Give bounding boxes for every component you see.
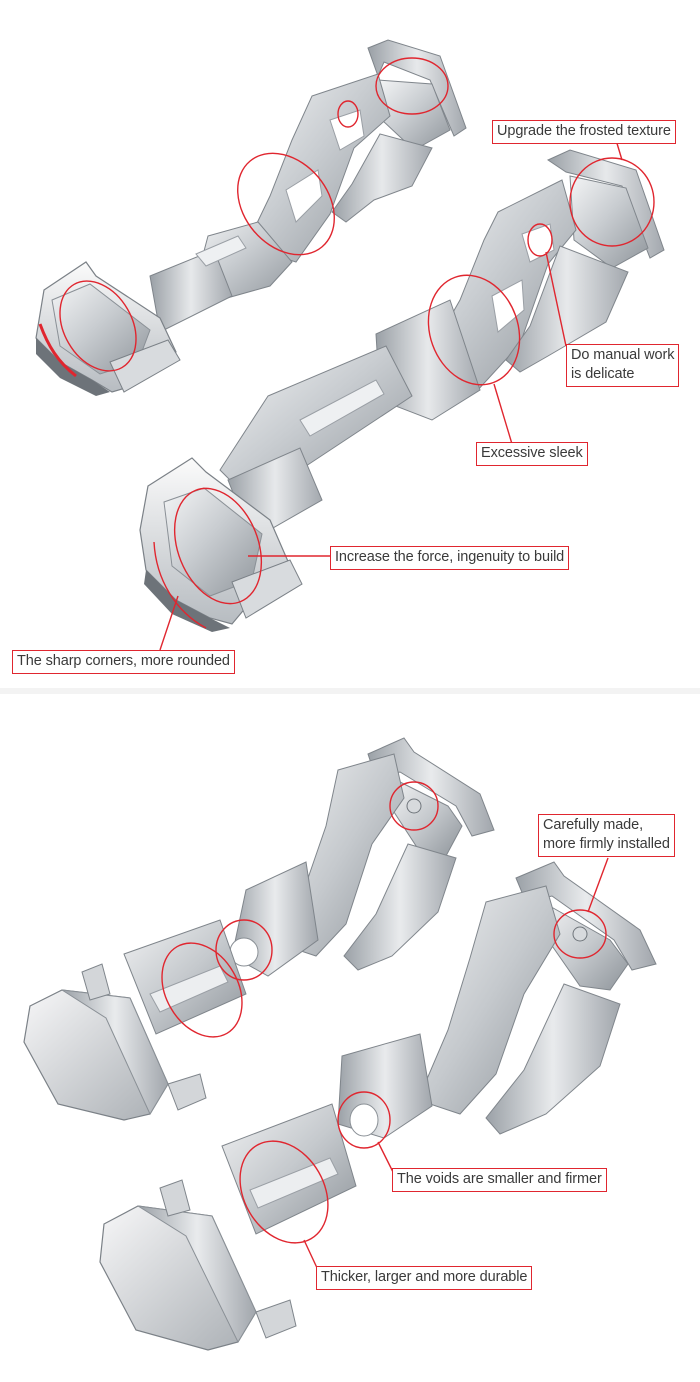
callout-sharp-corners: The sharp corners, more rounded	[12, 650, 235, 674]
leader-manual-work	[545, 251, 567, 347]
highlight-circle-manual-work	[527, 223, 553, 257]
highlight-circle-void-four	[337, 1091, 391, 1149]
bottom-annotation-marks	[161, 781, 609, 1271]
callout-manual-work-line2: is delicate	[571, 366, 635, 382]
panel-divider	[0, 688, 700, 694]
callout-frosted-texture: Upgrade the frosted texture	[492, 120, 676, 144]
callout-manual-work-line1: Do manual work	[571, 347, 675, 363]
highlight-arc-corner-one	[38, 323, 77, 378]
callout-increase-force-text: Increase the force, ingenuity to build	[335, 549, 565, 565]
clasp-two	[139, 149, 665, 632]
highlight-circle-pin-four	[553, 909, 607, 959]
leader-thicker	[303, 1239, 319, 1271]
leader-corners	[159, 595, 179, 651]
bottom-panel: Carefully made, more firmly installed Th…	[0, 694, 700, 1382]
highlight-circle-center-bar	[237, 152, 335, 256]
callout-thicker-larger: Thicker, larger and more durable	[316, 1266, 533, 1290]
top-clasp-illustration	[35, 39, 665, 651]
leader-carefully-made	[587, 857, 609, 913]
highlight-circle-buckle-one	[59, 280, 137, 372]
callout-carefully-made-line1: Carefully made,	[543, 817, 644, 833]
highlight-circle-frosted-texture	[569, 157, 655, 247]
highlight-circle-bar-three	[161, 942, 243, 1038]
top-panel: Upgrade the frosted texture Do manual wo…	[0, 0, 700, 688]
callout-manual-work: Do manual work is delicate	[566, 344, 680, 387]
callout-frosted-texture-text: Upgrade the frosted texture	[497, 123, 671, 139]
callout-carefully-made: Carefully made, more firmly installed	[538, 814, 675, 857]
highlight-circle-void-three	[215, 919, 273, 981]
highlight-circle-bar-four	[239, 1140, 329, 1244]
bottom-clasp-illustration	[23, 737, 657, 1351]
callout-thicker-larger-text: Thicker, larger and more durable	[321, 1269, 528, 1285]
leader-voids	[377, 1141, 395, 1175]
highlight-circle-pin-hole	[337, 100, 359, 128]
callout-increase-force: Increase the force, ingenuity to build	[330, 546, 570, 570]
leader-sleek	[493, 383, 513, 445]
highlight-circle-pin-three	[389, 781, 439, 831]
clasp-three	[23, 737, 495, 1121]
callout-voids-smaller: The voids are smaller and firmer	[392, 1168, 607, 1192]
callout-carefully-made-line2: more firmly installed	[543, 836, 670, 852]
highlight-arc-corner	[153, 541, 207, 629]
callout-sharp-corners-text: The sharp corners, more rounded	[17, 653, 230, 669]
callout-excessive-sleek-text: Excessive sleek	[481, 445, 583, 461]
highlight-circle-frosted-top	[375, 57, 449, 115]
callout-excessive-sleek: Excessive sleek	[476, 442, 588, 466]
highlight-circle-force	[173, 487, 263, 605]
callout-voids-smaller-text: The voids are smaller and firmer	[397, 1171, 602, 1187]
top-annotation-marks	[38, 57, 655, 651]
highlight-circle-sleek	[427, 274, 521, 386]
